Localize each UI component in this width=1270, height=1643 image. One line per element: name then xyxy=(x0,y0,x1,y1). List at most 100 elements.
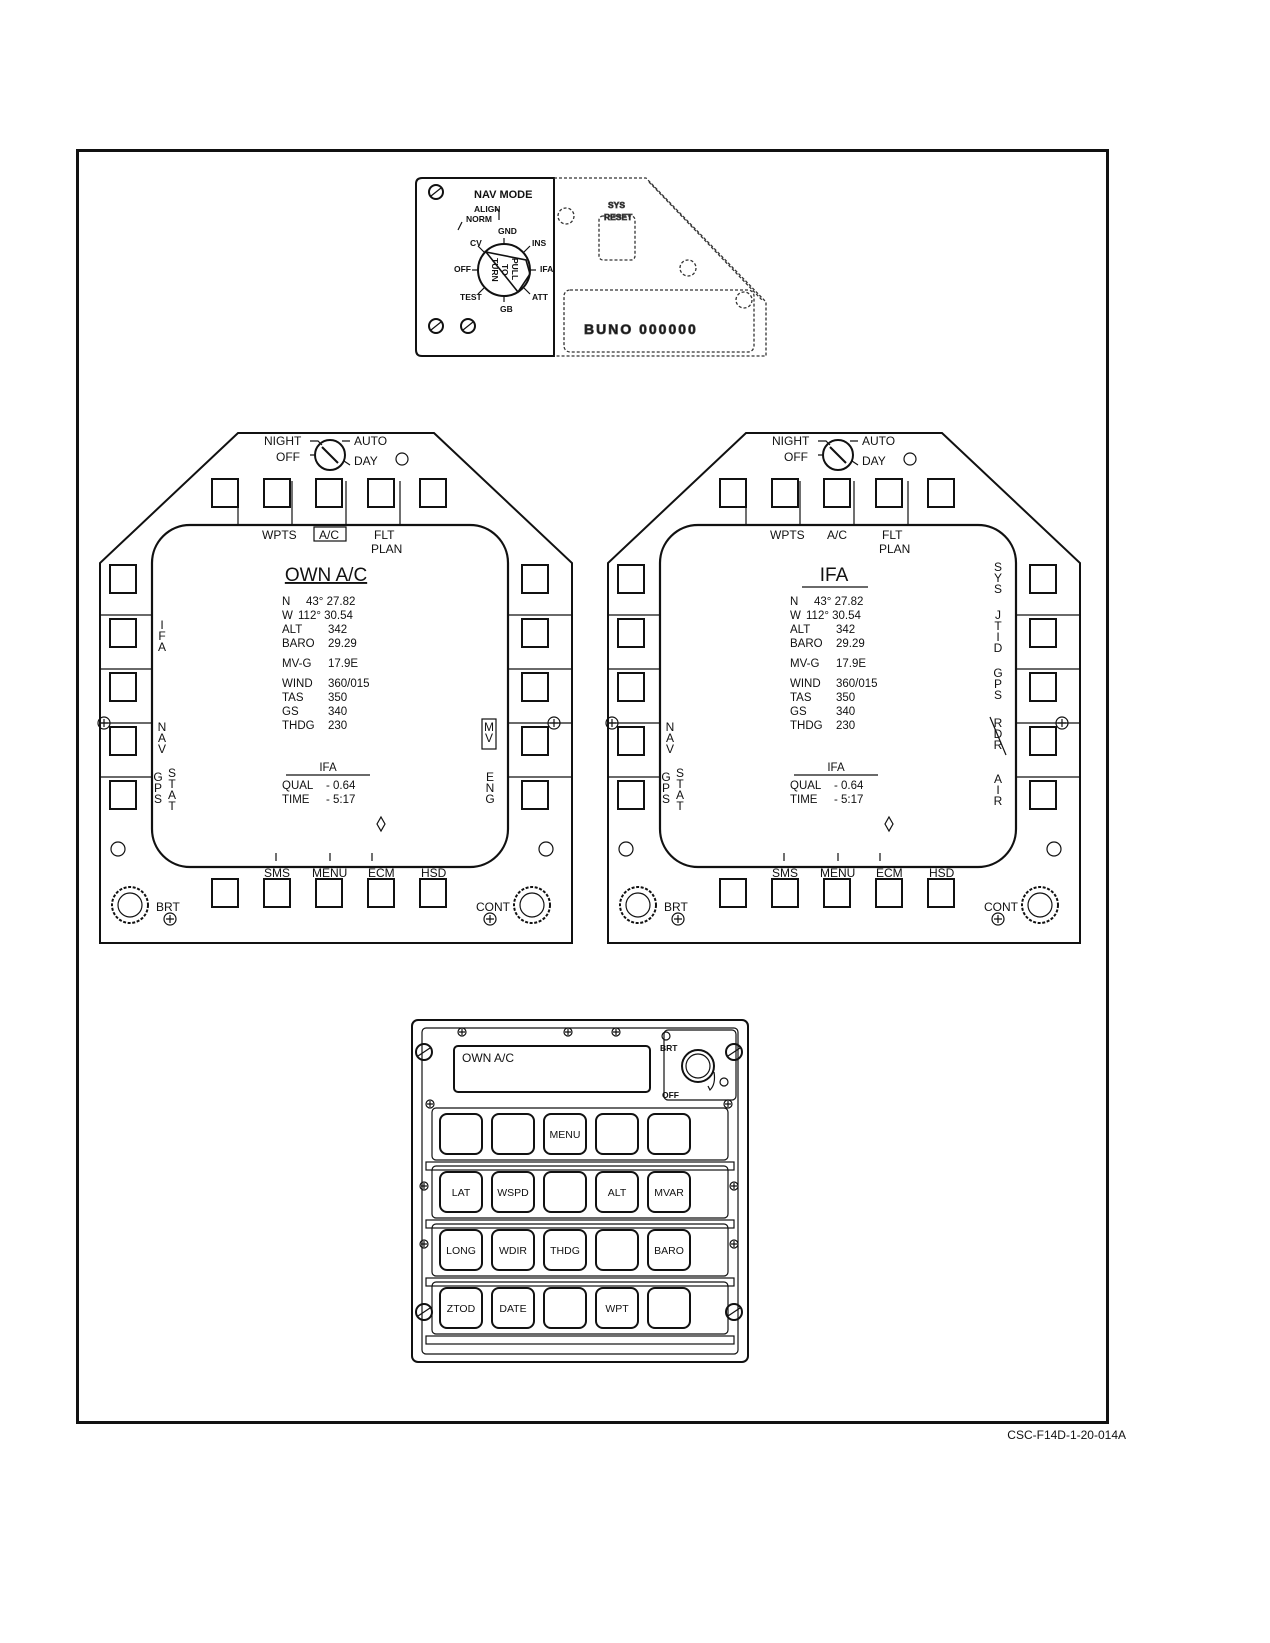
row-label: N xyxy=(282,596,290,608)
data-block: N 43° 27.82 W 112° 30.54 ALT 342 BARO 29… xyxy=(790,596,878,732)
display-title: OWN A/C xyxy=(285,565,367,586)
key-wdir[interactable]: WDIR xyxy=(491,1229,535,1271)
key-blank[interactable] xyxy=(647,1113,691,1155)
mode-knob[interactable] xyxy=(310,439,351,471)
row-label: GS xyxy=(790,706,807,718)
screw-icon xyxy=(605,716,619,730)
row-label: TAS xyxy=(790,692,812,704)
buno-placard-text: BUNO 000000 xyxy=(584,321,698,337)
cont-label: CONT xyxy=(476,900,511,914)
time-label: TIME xyxy=(790,794,818,806)
row-label: BARO xyxy=(282,638,315,650)
key-ztod[interactable]: ZTOD xyxy=(439,1287,483,1329)
osb-row-bottom[interactable] xyxy=(211,878,447,908)
diamond-icon xyxy=(884,815,894,833)
key-blank[interactable] xyxy=(543,1287,587,1329)
key-cap xyxy=(491,1113,535,1155)
cont-knob[interactable] xyxy=(513,886,551,924)
key-thdg[interactable]: THDG xyxy=(543,1229,587,1271)
top-label-wpts: WPTS xyxy=(262,528,297,542)
cont-knob[interactable] xyxy=(1021,886,1059,924)
bottom-label-ecm: ECM xyxy=(876,866,903,880)
screw-icon xyxy=(725,1043,743,1061)
key-cap xyxy=(647,1287,691,1329)
svg-text:RDR: RDR xyxy=(994,716,1003,752)
svg-text:GPS: GPS xyxy=(661,770,670,806)
key-label: BARO xyxy=(654,1245,684,1257)
key-cap xyxy=(439,1113,483,1155)
key-blank[interactable] xyxy=(595,1113,639,1155)
mode-knob[interactable] xyxy=(818,439,859,471)
osb-column-left[interactable] xyxy=(109,564,137,810)
key-label: LAT xyxy=(452,1187,471,1199)
time-value: - 5:17 xyxy=(834,794,863,806)
bottom-label-ecm: ECM xyxy=(368,866,395,880)
osb-row-top[interactable] xyxy=(211,478,447,508)
key-mvar[interactable]: MVAR xyxy=(647,1171,691,1213)
indicator-light xyxy=(538,841,554,857)
keypad-brt-knob[interactable] xyxy=(681,1049,716,1092)
row-value: 43° 27.82 xyxy=(814,596,863,608)
indicator-light xyxy=(719,1077,729,1087)
screw-icon xyxy=(611,1027,621,1037)
key-baro[interactable]: BARO xyxy=(647,1229,691,1271)
key-wspd[interactable]: WSPD xyxy=(491,1171,535,1213)
brt-knob[interactable] xyxy=(619,886,657,924)
selected-box xyxy=(481,718,497,750)
indicator-light xyxy=(618,841,634,857)
key-row-divider xyxy=(425,1335,735,1345)
osb-row-bottom[interactable] xyxy=(719,878,955,908)
key-blank[interactable] xyxy=(439,1113,483,1155)
key-label: ZTOD xyxy=(447,1303,476,1315)
osb-column-left[interactable] xyxy=(617,564,645,810)
row-value: 43° 27.82 xyxy=(306,596,355,608)
svg-text:ENG: ENG xyxy=(485,770,494,806)
qual-label: QUAL xyxy=(790,780,822,792)
bottom-label-hsd: HSD xyxy=(421,866,447,880)
osb-row-top[interactable] xyxy=(719,478,955,508)
left-mfd: NIGHT OFF AUTO DAY xyxy=(97,432,573,944)
key-blank[interactable] xyxy=(491,1113,535,1155)
key-wpt[interactable]: WPT xyxy=(595,1287,639,1329)
top-label-wpts: WPTS xyxy=(770,528,805,542)
qual-value: - 0.64 xyxy=(326,780,356,792)
osb-column-right[interactable] xyxy=(521,564,549,810)
key-lat[interactable]: LAT xyxy=(439,1171,483,1213)
key-blank[interactable] xyxy=(647,1287,691,1329)
key-menu[interactable]: MENU xyxy=(543,1113,587,1155)
key-cap xyxy=(543,1113,587,1155)
screw-icon xyxy=(428,318,444,334)
key-cap xyxy=(543,1287,587,1329)
row-label: N xyxy=(790,596,798,608)
qual-value: - 0.64 xyxy=(834,780,864,792)
svg-text:GPS: GPS xyxy=(153,770,162,806)
screw-icon xyxy=(415,1303,433,1321)
key-long[interactable]: LONG xyxy=(439,1229,483,1271)
brt-knob[interactable] xyxy=(111,886,149,924)
nav-mode-selector-knob[interactable]: PULL TO TURN xyxy=(472,238,536,302)
keypad-display-text: OWN A/C xyxy=(462,1051,514,1065)
key-date[interactable]: DATE xyxy=(491,1287,535,1329)
knob-day-label: DAY xyxy=(354,454,378,468)
key-row-frame xyxy=(431,1223,729,1277)
key-blank[interactable] xyxy=(543,1171,587,1213)
knob-night-label: NIGHT xyxy=(772,434,810,448)
row-value: 112° 30.54 xyxy=(806,610,862,622)
osb-column-right[interactable] xyxy=(1029,564,1057,810)
screw-icon xyxy=(725,1303,743,1321)
key-cap xyxy=(491,1287,535,1329)
key-alt[interactable]: ALT xyxy=(595,1171,639,1213)
knob-off-label: OFF xyxy=(276,450,300,464)
screw-icon xyxy=(457,1027,467,1037)
row-value: 360/015 xyxy=(328,678,370,690)
key-cap xyxy=(595,1229,639,1271)
key-blank[interactable] xyxy=(595,1229,639,1271)
top-label-plan: PLAN xyxy=(879,542,910,556)
row-label: ALT xyxy=(790,624,810,636)
